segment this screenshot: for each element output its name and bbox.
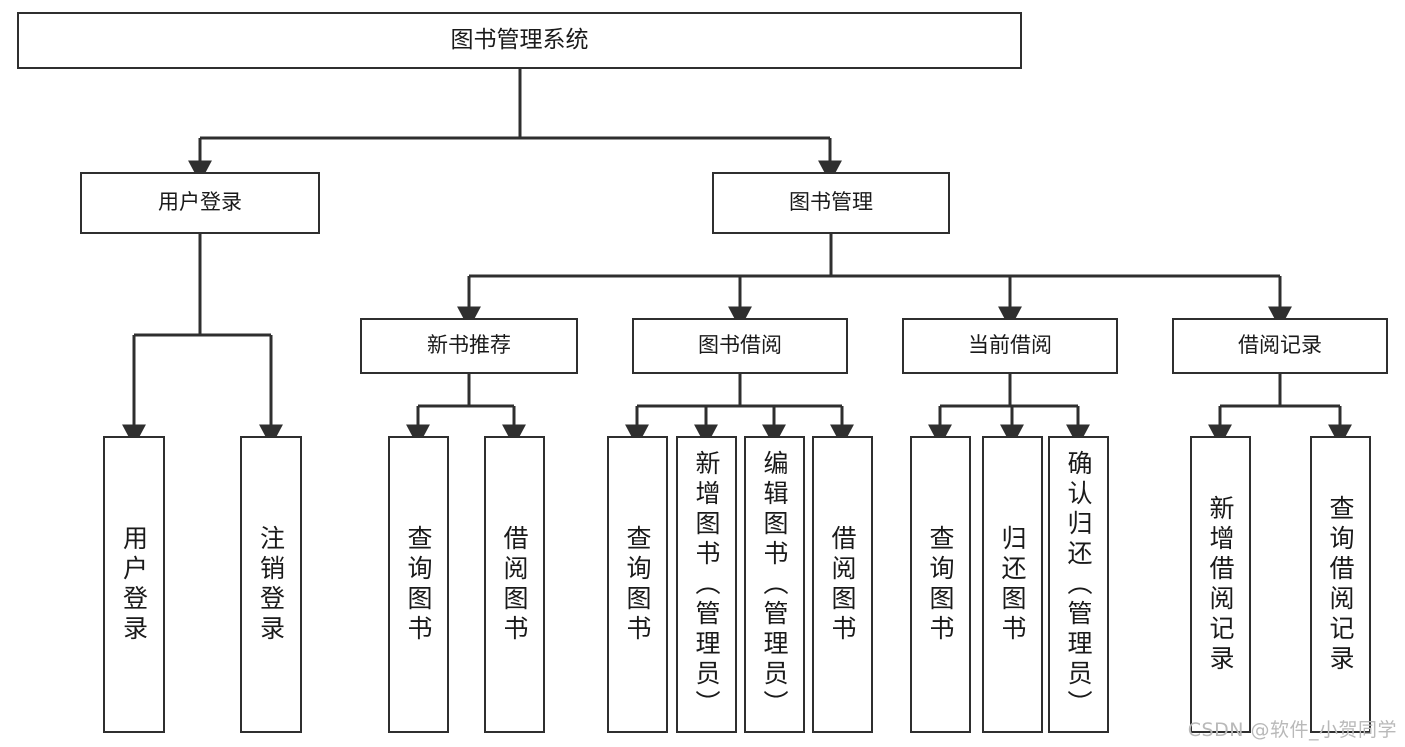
- leaf-user-logout-label: 注销登录: [256, 524, 286, 645]
- leaf-user-login[interactable]: 用户登录: [103, 436, 165, 733]
- leaf-query-book-current-label: 查询图书: [926, 524, 955, 645]
- leaf-add-borrow-record[interactable]: 新增借阅记录: [1190, 436, 1251, 733]
- leaf-borrow-book[interactable]: 借阅图书: [812, 436, 873, 733]
- leaf-query-book[interactable]: 查询图书: [607, 436, 668, 733]
- node-book-management-label: 图书管理: [789, 190, 873, 215]
- leaf-confirm-return-admin-label: 确认归还（管理员）: [1064, 449, 1093, 720]
- node-root[interactable]: 图书管理系统: [17, 12, 1022, 69]
- node-current-borrow[interactable]: 当前借阅: [902, 318, 1118, 374]
- leaf-query-borrow-record[interactable]: 查询借阅记录: [1310, 436, 1371, 733]
- leaf-add-book-admin-label: 新增图书（管理员）: [692, 449, 721, 720]
- leaf-edit-book-admin-label: 编辑图书（管理员）: [760, 449, 789, 720]
- leaf-borrow-book-recommend[interactable]: 借阅图书: [484, 436, 545, 733]
- leaf-add-borrow-record-label: 新增借阅记录: [1206, 494, 1235, 675]
- leaf-confirm-return-admin[interactable]: 确认归还（管理员）: [1048, 436, 1109, 733]
- leaf-query-book-recommend-label: 查询图书: [404, 524, 433, 645]
- leaf-query-book-recommend[interactable]: 查询图书: [388, 436, 449, 733]
- leaf-return-book-label: 归还图书: [998, 524, 1027, 645]
- leaf-query-borrow-record-label: 查询借阅记录: [1326, 494, 1355, 675]
- leaf-user-logout[interactable]: 注销登录: [240, 436, 302, 733]
- node-new-book-recommend-label: 新书推荐: [427, 333, 511, 358]
- leaf-borrow-book-label: 借阅图书: [828, 524, 857, 645]
- leaf-query-book-label: 查询图书: [623, 524, 652, 645]
- node-current-borrow-label: 当前借阅: [968, 333, 1052, 358]
- node-root-label: 图书管理系统: [450, 26, 589, 53]
- leaf-edit-book-admin[interactable]: 编辑图书（管理员）: [744, 436, 805, 733]
- node-book-borrow[interactable]: 图书借阅: [632, 318, 848, 374]
- node-new-book-recommend[interactable]: 新书推荐: [360, 318, 578, 374]
- node-user-login-label: 用户登录: [158, 190, 242, 215]
- node-book-management[interactable]: 图书管理: [712, 172, 950, 234]
- leaf-user-login-label: 用户登录: [119, 524, 149, 645]
- watermark: CSDN @软件_小贺同学: [1187, 719, 1397, 741]
- node-borrow-records[interactable]: 借阅记录: [1172, 318, 1388, 374]
- leaf-return-book[interactable]: 归还图书: [982, 436, 1043, 733]
- leaf-add-book-admin[interactable]: 新增图书（管理员）: [676, 436, 737, 733]
- node-user-login[interactable]: 用户登录: [80, 172, 320, 234]
- leaf-borrow-book-recommend-label: 借阅图书: [500, 524, 529, 645]
- node-book-borrow-label: 图书借阅: [698, 333, 782, 358]
- node-borrow-records-label: 借阅记录: [1238, 333, 1322, 358]
- leaf-query-book-current[interactable]: 查询图书: [910, 436, 971, 733]
